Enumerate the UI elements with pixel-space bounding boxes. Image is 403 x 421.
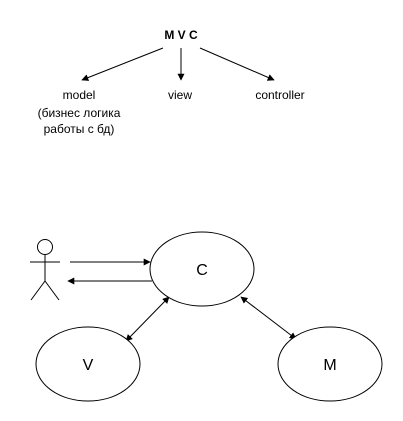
view-label: view [168, 88, 192, 102]
controller-node [149, 231, 255, 307]
user-actor-icon [30, 239, 60, 301]
model-description-line1: (бизнес логика [38, 106, 121, 120]
link-controller-view [125, 296, 170, 342]
model-node [277, 326, 383, 402]
link-controller-model [240, 296, 297, 340]
model-node-label: M [323, 357, 336, 374]
diagram-title: M V C [164, 28, 198, 42]
view-node-label: V [83, 357, 94, 374]
controller-label: controller [255, 88, 304, 102]
model-description-line2: работы с бд) [44, 122, 115, 136]
controller-node-label: C [196, 262, 208, 279]
arrow-to-controller [199, 47, 275, 81]
model-label: model [63, 88, 96, 102]
view-node [35, 326, 141, 402]
arrow-to-model [81, 47, 164, 81]
